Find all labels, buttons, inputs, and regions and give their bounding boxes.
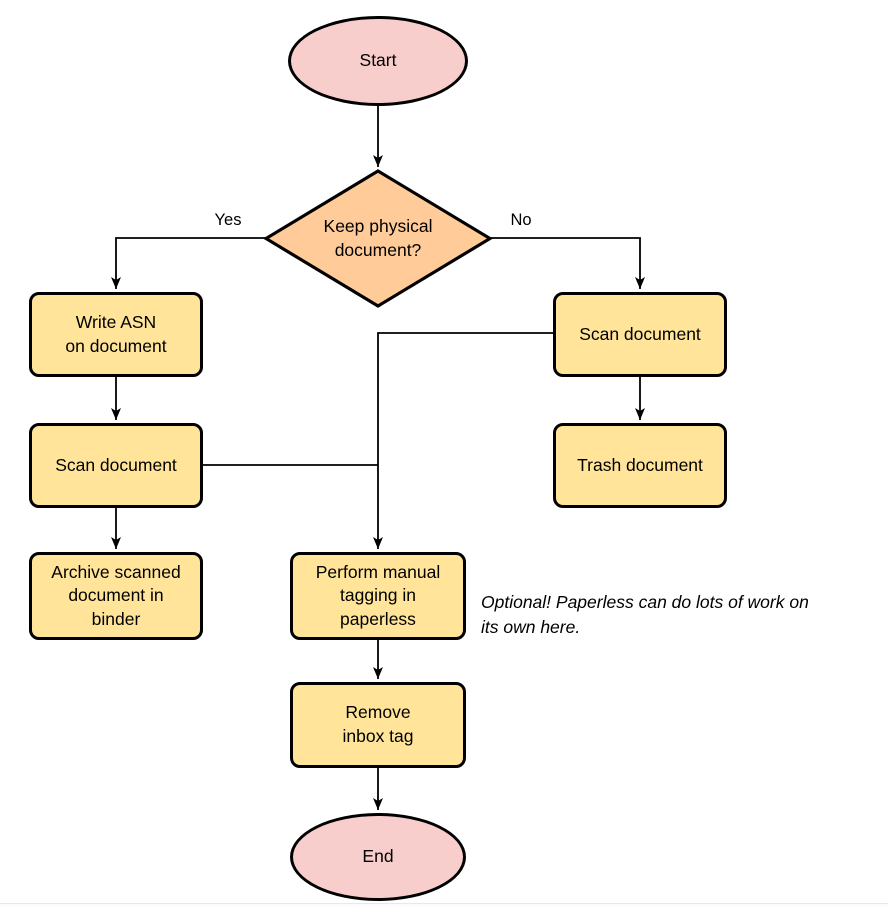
node-keep-physical-document: Keep physical document? bbox=[263, 168, 493, 309]
node-scan-document-left: Scan document bbox=[29, 423, 203, 508]
node-start-label: Start bbox=[359, 50, 397, 71]
annotation-optional-note: Optional! Paperless can do lots of work … bbox=[481, 592, 809, 637]
node-write-asn: Write ASN on document bbox=[29, 292, 203, 377]
node-trash-document: Trash document bbox=[553, 423, 727, 508]
node-remove-label: Remove inbox tag bbox=[342, 702, 414, 746]
node-end: End bbox=[290, 813, 466, 901]
node-decision-label: Keep physical document? bbox=[323, 215, 433, 260]
node-perform-manual-tagging: Perform manual tagging in paperless bbox=[290, 552, 466, 640]
node-write-asn-label: Write ASN on document bbox=[65, 311, 167, 356]
node-end-label: End bbox=[362, 846, 394, 867]
edge-decision-no-to-scan-right bbox=[491, 237, 645, 289]
edge-scan-right-to-perform bbox=[373, 332, 553, 549]
node-archive-document: Archive scanned document in binder bbox=[29, 552, 203, 640]
node-trash-label: Trash document bbox=[577, 454, 703, 475]
node-scan-document-right: Scan document bbox=[553, 292, 727, 377]
node-scan-right-label: Scan document bbox=[579, 323, 701, 344]
edge-label-no: No bbox=[493, 211, 549, 230]
canvas-bottom-divider bbox=[0, 903, 888, 907]
node-remove-inbox-tag: Remove inbox tag bbox=[290, 682, 466, 768]
edge-label-yes: Yes bbox=[200, 211, 256, 230]
edge-decision-yes-to-write-asn bbox=[111, 237, 265, 289]
diamond-shape-icon bbox=[263, 169, 493, 308]
node-scan-left-label: Scan document bbox=[55, 454, 177, 475]
node-start: Start bbox=[288, 16, 468, 106]
node-perform-label: Perform manual tagging in paperless bbox=[315, 561, 441, 629]
node-archive-label: Archive scanned document in binder bbox=[51, 561, 181, 629]
